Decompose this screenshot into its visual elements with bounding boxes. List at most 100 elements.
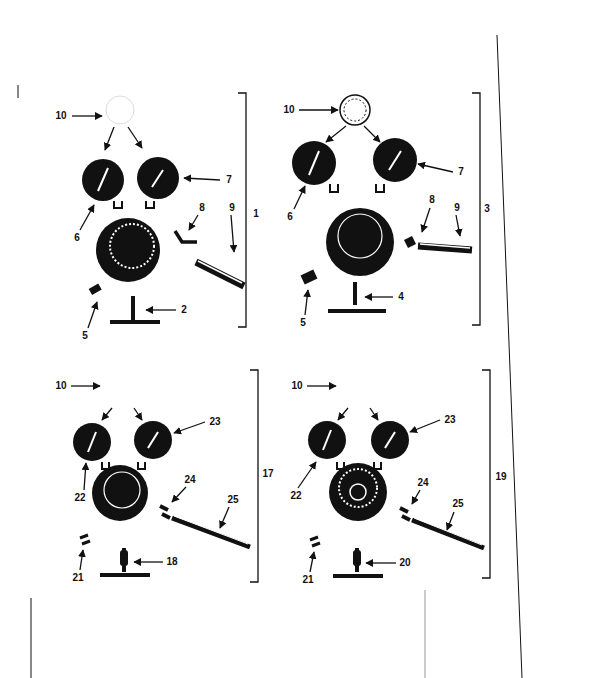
gauge: [292, 141, 336, 185]
callout-number: 8: [199, 203, 205, 213]
callout-number: 23: [209, 417, 220, 427]
callout-number: 6: [287, 212, 293, 222]
callout-number: 2: [181, 305, 187, 315]
page-edge-lines: [18, 35, 522, 678]
gasket-ring: [344, 99, 366, 121]
leader-line: [71, 385, 100, 386]
leader-line: [310, 552, 314, 572]
t-handle: [100, 548, 150, 575]
callout-number: 24: [184, 475, 195, 485]
callout-number: 7: [458, 167, 464, 177]
leader-line: [102, 408, 112, 420]
leader-line: [365, 296, 393, 297]
tube-highlight: [198, 261, 242, 283]
leader-lines: [298, 386, 454, 572]
bracket: [250, 370, 258, 582]
leader-line: [298, 462, 316, 488]
bracket: [472, 93, 480, 325]
leader-line: [134, 561, 163, 562]
regulator-body: [96, 218, 160, 282]
leader-line: [364, 126, 380, 142]
leader-line: [231, 215, 234, 252]
leader-line: [370, 408, 378, 420]
leader-line: [366, 562, 396, 563]
callout-number: 10: [55, 381, 66, 391]
callout-number: 8: [429, 195, 435, 205]
fitting: [175, 231, 197, 242]
nut: [310, 537, 320, 546]
t-handle-stem: [120, 550, 128, 566]
callout-number: 6: [74, 233, 80, 243]
leader-line: [305, 290, 308, 315]
gauge: [137, 157, 179, 199]
fitting: [404, 236, 416, 248]
callout-number: 18: [166, 557, 177, 567]
leader-line: [307, 385, 336, 386]
gauge-needle: [148, 432, 158, 448]
gauge-needle: [88, 432, 96, 452]
nut: [80, 535, 90, 544]
callout-number: 5: [300, 318, 306, 328]
bracket: [482, 370, 490, 578]
t-handle: [110, 296, 160, 322]
callout-number: 21: [302, 575, 313, 585]
leader-line: [128, 127, 142, 148]
regulator-body: [329, 463, 387, 521]
edge-line: [425, 590, 426, 678]
callout-number: 1: [253, 209, 259, 219]
regulator-assembly: [292, 93, 480, 325]
callout-number: 10: [283, 105, 294, 115]
gasket-ring: [340, 95, 370, 125]
gauge: [308, 421, 346, 459]
callout-number: 9: [229, 203, 235, 213]
callout-number: 21: [72, 573, 83, 583]
edge-line: [18, 85, 19, 98]
tube-highlight: [174, 516, 248, 544]
callout-number: 4: [398, 292, 404, 302]
gauge: [373, 138, 417, 182]
leader-line: [174, 422, 205, 433]
callout-number: 19: [495, 472, 506, 482]
leader-line: [294, 186, 305, 209]
leader-lines: [294, 110, 460, 315]
callout-number: 24: [417, 478, 428, 488]
gasket-ring: [106, 96, 134, 124]
adjusting-knob: [104, 472, 140, 508]
adjusting-knob: [110, 224, 154, 268]
regulator-assembly: [298, 370, 490, 578]
t-handle-stem: [353, 550, 361, 566]
leader-line: [410, 420, 440, 432]
tube-highlight: [420, 244, 470, 248]
callout-number: 22: [290, 491, 301, 501]
regulator-assembly: [72, 93, 246, 328]
gauge-needle: [98, 168, 108, 191]
leader-line: [105, 127, 114, 150]
gauge-needle: [385, 432, 395, 448]
nut: [301, 270, 318, 285]
tube-highlight: [414, 518, 482, 545]
gauge: [134, 421, 172, 459]
callout-number: 25: [227, 495, 238, 505]
leader-lines: [71, 386, 229, 570]
callout-number: 5: [82, 331, 88, 341]
callout-number: 9: [454, 203, 460, 213]
gauge-needle: [389, 151, 401, 170]
leader-line: [418, 164, 453, 172]
leader-line: [422, 208, 430, 232]
regulator-body: [92, 465, 148, 521]
callout-number: 3: [484, 204, 490, 214]
gauge-needle: [152, 170, 163, 187]
leader-line: [134, 408, 142, 420]
callout-number: 25: [452, 499, 463, 509]
gauge: [371, 421, 409, 459]
gauge: [82, 159, 124, 201]
t-handle: [328, 282, 386, 311]
leader-line: [447, 512, 454, 530]
callout-number: 17: [262, 469, 273, 479]
edge-line: [31, 598, 32, 678]
callout-number: 23: [444, 415, 455, 425]
leader-line: [80, 205, 94, 230]
gauge-stem: [114, 201, 154, 208]
fitting: [160, 506, 170, 518]
adjusting-knob: [339, 469, 377, 507]
